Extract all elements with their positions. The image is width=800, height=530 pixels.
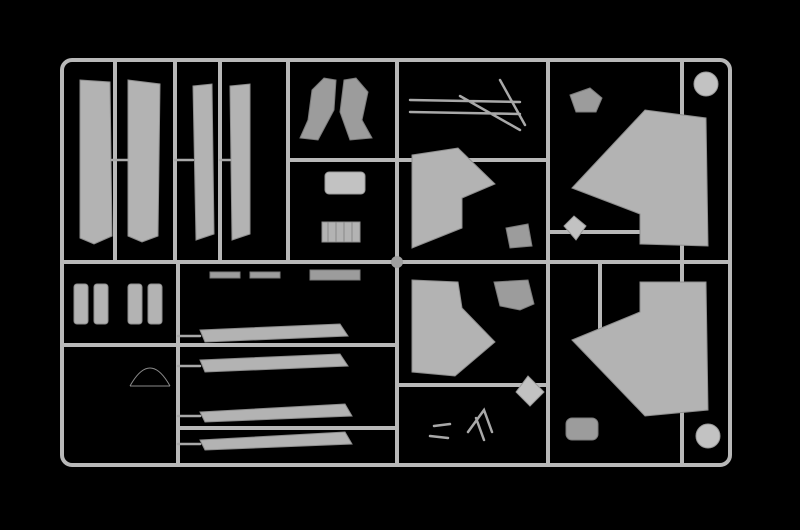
landing-gear — [428, 407, 494, 442]
runner-bits — [209, 269, 361, 281]
wing-panels-lower — [411, 279, 721, 449]
wing-panels-upper — [411, 71, 719, 249]
long-strips — [176, 323, 353, 451]
seat-parts — [299, 77, 373, 243]
long-panels-upper — [79, 79, 251, 245]
strut-parts — [408, 78, 603, 132]
small-parts-left — [73, 283, 171, 387]
sprue-frame — [60, 58, 732, 467]
